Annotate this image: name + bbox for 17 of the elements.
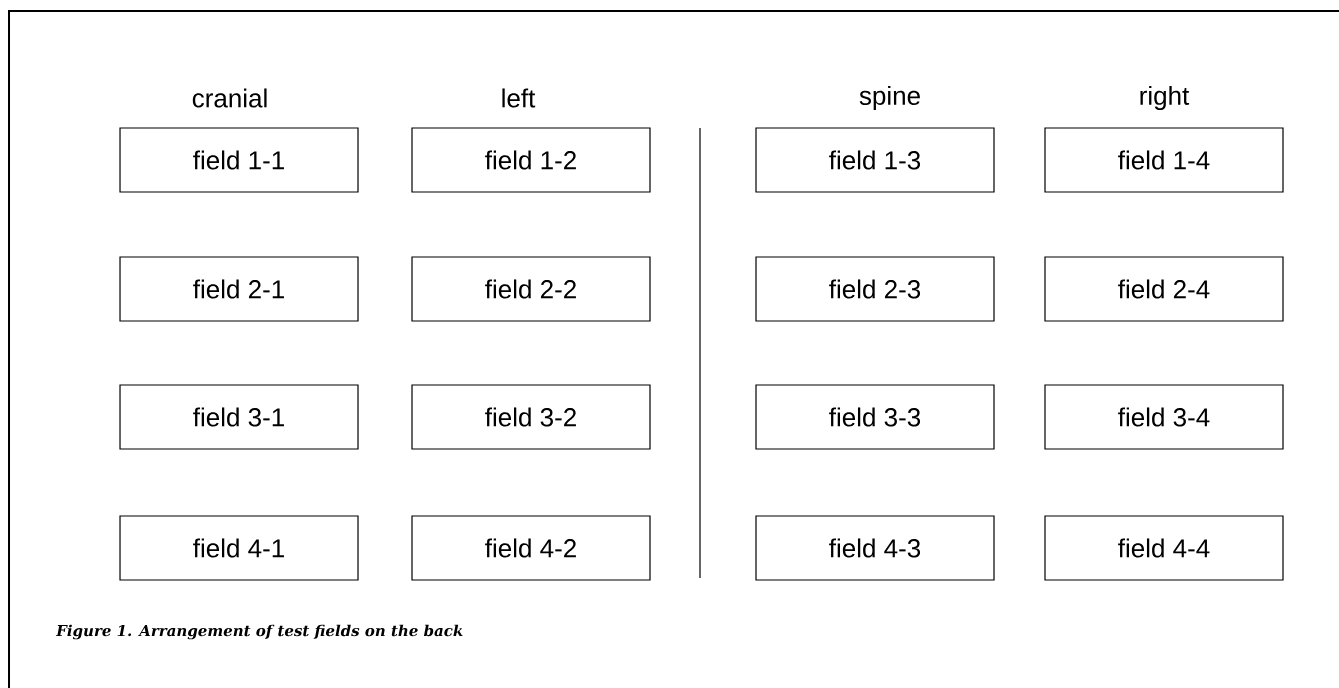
field-box: field 4-1 — [119, 515, 359, 581]
field-box: field 2-3 — [755, 256, 995, 322]
figure-caption: Figure 1. Arrangement of test fields on the back — [55, 624, 463, 640]
field-box: field 4-2 — [411, 515, 651, 581]
field-box: field 1-4 — [1044, 127, 1284, 193]
field-box: field 3-3 — [755, 384, 995, 450]
field-box: field 3-1 — [119, 384, 359, 450]
field-box: field 1-3 — [755, 127, 995, 193]
field-box: field 4-3 — [755, 515, 995, 581]
field-box: field 2-4 — [1044, 256, 1284, 322]
field-box: field 1-1 — [119, 127, 359, 193]
field-box: field 3-2 — [411, 384, 651, 450]
field-box: field 3-4 — [1044, 384, 1284, 450]
field-box: field 2-2 — [411, 256, 651, 322]
field-box: field 2-1 — [119, 256, 359, 322]
field-box: field 1-2 — [411, 127, 651, 193]
field-box: field 4-4 — [1044, 515, 1284, 581]
